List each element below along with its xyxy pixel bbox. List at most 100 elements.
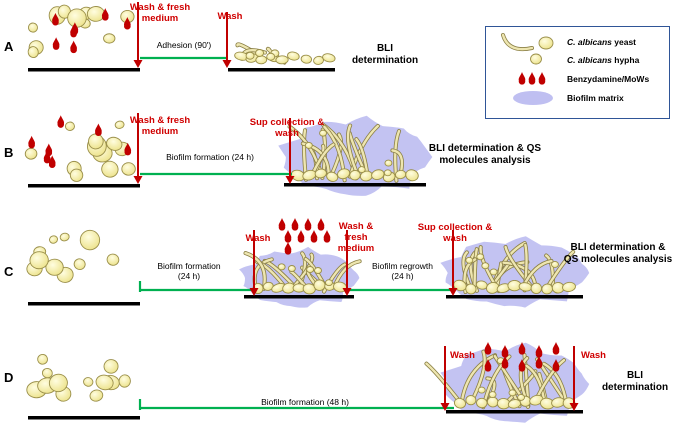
step-arrow-head (223, 60, 232, 68)
surface-bar (284, 183, 426, 187)
row-c-step-1: Wash (238, 234, 278, 245)
yeast-cell (246, 52, 254, 59)
yeast-cell (384, 170, 391, 176)
row-c-phase-2: Biofilm regrowth (24 h) (365, 262, 440, 282)
row-c-phase-1: Biofilm formation (24 h) (155, 262, 223, 282)
yeast-cell (267, 53, 275, 60)
legend-yeast-form: yeast (614, 37, 636, 47)
yeast-cell (287, 51, 300, 61)
yeast-cell (118, 374, 131, 388)
treatment-drop (279, 218, 286, 231)
row-c-step-3: Sup collection & wash (410, 223, 500, 245)
yeast-cell (59, 232, 70, 242)
row-b-step-1: Wash & fresh medium (120, 116, 200, 138)
legend-matrix-label: Biofilm matrix (567, 94, 624, 104)
row-a-phase: Adhesion (90') (144, 41, 224, 51)
yeast-cell (307, 267, 314, 273)
yeast-cell (315, 268, 322, 274)
treatment-drop (485, 342, 492, 355)
yeast-cell (28, 23, 38, 33)
treatment-drop (298, 230, 305, 243)
step-arrow-head (134, 60, 143, 68)
legend-hypha-form: hypha (614, 55, 639, 65)
row-label-c: C (4, 265, 13, 280)
legend-hypha-species: C. albicans (567, 55, 612, 65)
treatment-drop (318, 218, 325, 231)
yeast-cell (37, 354, 48, 365)
surface-bar (446, 295, 583, 299)
treatment-drop (95, 123, 102, 136)
row-d-result: BLI determination (600, 370, 670, 393)
treatment-drop (285, 242, 292, 255)
treatment-drop (553, 342, 560, 355)
treatment-drop (53, 37, 60, 50)
treatment-drop (292, 218, 299, 231)
yeast-cell (104, 34, 115, 43)
yeast-cell (87, 6, 105, 21)
yeast-cell (477, 254, 484, 260)
row-d-phase: Biofilm formation (48 h) (245, 398, 365, 408)
treatment-drop (502, 345, 509, 358)
row-a-result: BLI determination (345, 43, 425, 66)
legend-treatment-label: Benzydamine/MoWs (567, 75, 649, 85)
treatment-drop (70, 41, 77, 54)
surface-bar (28, 184, 140, 188)
surface-bar (244, 295, 354, 299)
row-a-step-2: Wash (210, 12, 250, 23)
yeast-cell (322, 53, 336, 63)
row-d-step-1: Wash (445, 351, 480, 362)
yeast-cell (103, 358, 120, 374)
yeast-cell (466, 395, 476, 405)
treatment-drop (28, 136, 35, 149)
legend-hypha-label: C. albicans hypha (567, 56, 639, 66)
yeast-cell (325, 280, 332, 286)
surface-bar (28, 68, 140, 72)
step-arrow-head (449, 288, 458, 296)
yeast-cell (65, 122, 75, 131)
step-arrow-head (134, 176, 143, 184)
surface-bar (446, 410, 583, 414)
row-label-b: B (4, 146, 13, 161)
yeast-cell (509, 390, 516, 396)
yeast-cell (551, 261, 558, 267)
legend-yeast-species: C. albicans (567, 37, 612, 47)
yeast-cell (518, 394, 525, 400)
yeast-cell (82, 376, 94, 387)
yeast-cell (490, 269, 497, 275)
row-b-step-2: Sup collection & wash (242, 118, 332, 140)
yeast-cell (89, 389, 104, 403)
yeast-cell (276, 56, 289, 64)
row-d-step-2: Wash (576, 351, 611, 362)
yeast-cell (358, 167, 365, 173)
treatment-drop (285, 230, 292, 243)
yeast-cell (256, 56, 267, 65)
yeast-cell (25, 148, 38, 160)
surface-bar (28, 302, 140, 306)
legend-yeast-label: C. albicans yeast (567, 38, 636, 48)
yeast-cell (122, 163, 136, 176)
row-c-step-2: Wash & fresh medium (326, 222, 386, 255)
row-b-result: BLI determination & QS molecules analysi… (420, 143, 550, 166)
yeast-cell (73, 257, 87, 270)
yeast-cell (385, 160, 392, 166)
row-a-step-1: Wash & fresh medium (120, 3, 200, 25)
yeast-cell (482, 263, 489, 269)
yeast-cell (478, 387, 485, 393)
treatment-drop (536, 345, 543, 358)
treatment-drop (311, 230, 318, 243)
yeast-cell (489, 392, 496, 398)
step-arrow-head (343, 288, 352, 296)
yeast-cell (305, 142, 312, 148)
yeast-cell (49, 235, 59, 244)
surface-bar (228, 68, 335, 72)
treatment-drop (305, 218, 312, 231)
yeast-cell (466, 257, 473, 263)
yeast-cell (301, 54, 313, 64)
row-label-d: D (4, 371, 13, 386)
treatment-drop-layer (28, 8, 559, 372)
treatment-drop (57, 115, 64, 128)
row-c-result: BLI determination & QS molecules analysi… (562, 242, 674, 265)
step-arrow-head (286, 176, 295, 184)
yeast-cell (106, 253, 120, 267)
